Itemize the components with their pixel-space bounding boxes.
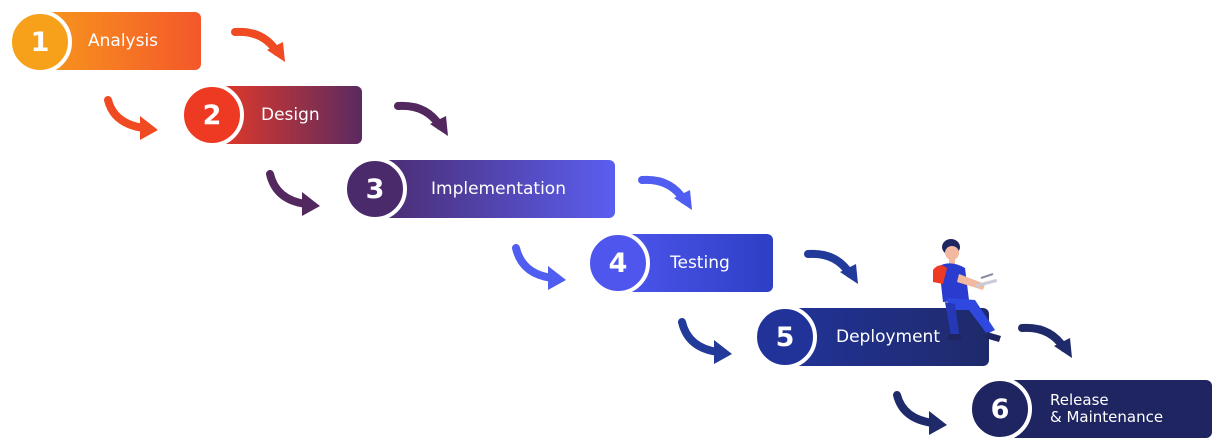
step-6-release-maintenance: 6 Release & Maintenance (968, 377, 1212, 441)
step-6-number-badge: 6 (968, 377, 1032, 441)
arrow-4-to-5-upper (804, 249, 858, 284)
step-2-number-badge: 2 (180, 83, 244, 147)
step-4-testing: 4 Testing (586, 231, 773, 295)
arrow-2-to-3-lower (266, 170, 320, 216)
step-3-bar (369, 160, 615, 218)
step-5-deployment: 5 Deployment (753, 305, 989, 369)
step-3-label: Implementation (431, 179, 566, 199)
arrow-3-to-4-lower (512, 244, 566, 290)
step-2-label: Design (261, 105, 320, 125)
step-1-number-badge: 1 (8, 10, 72, 74)
arrow-5-to-6-upper (1018, 323, 1072, 358)
arrow-4-to-5-lower (678, 318, 732, 364)
step-3-implementation: 3 Implementation (343, 157, 615, 221)
step-1-analysis: 1 Analysis (8, 10, 201, 74)
step-1-label: Analysis (88, 31, 159, 51)
step-2-design: 2 Design (180, 83, 362, 147)
arrow-1-to-2-upper (231, 27, 285, 62)
step-6-label: Release & Maintenance (1050, 391, 1164, 426)
step-4-number-badge: 4 (586, 231, 650, 295)
arrow-2-to-3-upper (394, 101, 448, 136)
person-with-laptop-illustration (933, 239, 1001, 342)
step-5-number-badge: 5 (753, 305, 817, 369)
arrow-1-to-2-lower (104, 96, 158, 140)
arrow-5-to-6-lower (893, 391, 947, 435)
arrow-3-to-4-upper (638, 175, 692, 210)
step-5-label: Deployment (836, 327, 940, 347)
step-4-label: Testing (670, 253, 730, 273)
step-3-number-badge: 3 (343, 157, 407, 221)
